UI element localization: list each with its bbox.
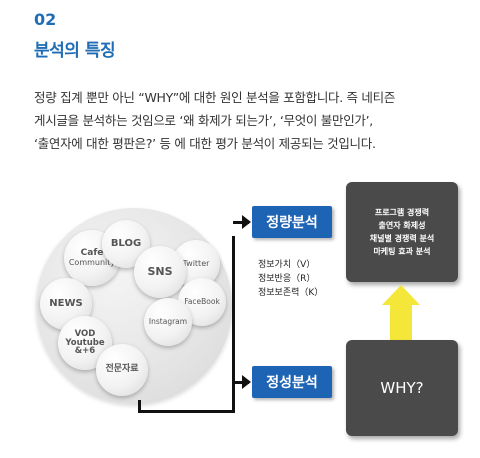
cafe-label: Cafe: [80, 248, 104, 259]
result-marketing: 마케팅 효과 분석: [373, 247, 431, 256]
expert-bubble: 전문자료: [96, 344, 148, 396]
expert-label: 전문자료: [105, 364, 139, 375]
sns-label: SNS: [147, 265, 173, 279]
up-arrow-head: [382, 285, 420, 305]
connector-upper: [233, 221, 249, 224]
channel-label: &+6: [74, 346, 96, 357]
section-title: 분석의 특징: [34, 41, 116, 61]
quant-metrics-list: 정보가치（V） 정보반응（R） 정보보존력（K）: [258, 258, 323, 300]
intro-line: 정량 집계 뿐만 아닌 “WHY”에 대한 원인 분석을 포함합니다. 즉 네티…: [34, 90, 396, 105]
connector-drop: [138, 400, 141, 412]
metric-response: 정보반응（R）: [258, 274, 316, 284]
connector-lower: [233, 381, 249, 384]
section-number: 02: [34, 10, 57, 29]
quant-results-box: 프로그램 경쟁력 출연자 화제성 채널별 경쟁력 분석 마케팅 효과 분석: [346, 182, 458, 282]
why-box: WHY?: [346, 340, 458, 436]
result-program: 프로그램 경쟁력: [374, 208, 430, 217]
qual-analysis-label: 정성분석: [266, 375, 318, 391]
metric-value: 정보가치（V）: [258, 260, 316, 270]
intro-paragraph: 정량 집계 뿐만 아닌 “WHY”에 대한 원인 분석을 포함합니다. 즉 네티…: [34, 86, 464, 155]
result-channel: 채널별 경쟁력 분석: [369, 234, 435, 243]
vod-label: VOD: [74, 328, 96, 339]
intro-line: 게시글을 분석하는 것임으로 ‘왜 화제가 되는가’, ‘무엇이 불만인가’,: [34, 113, 373, 128]
quant-analysis-box: 정량분석: [252, 206, 332, 238]
arrow-head-quant: [242, 215, 251, 229]
twitter-label: Twitter: [182, 258, 210, 268]
sns-bubble: SNS: [134, 246, 186, 298]
why-label: WHY?: [380, 379, 424, 397]
quant-analysis-label: 정량분석: [266, 215, 318, 231]
community-label: Community: [68, 257, 116, 267]
up-arrow-shaft: [390, 304, 412, 344]
arrow-head-qual: [242, 375, 251, 389]
instagram-bubble: Instagram: [144, 298, 192, 346]
facebook-label: FaceBook: [184, 297, 220, 307]
youtube-label: Youtube: [65, 337, 105, 348]
metric-retention: 정보보존력（K）: [258, 288, 324, 298]
qual-analysis-box: 정성분석: [252, 366, 332, 398]
result-cast: 출연자 화제성: [378, 221, 426, 230]
connector-vertical: [232, 236, 235, 412]
news-label: NEWS: [49, 297, 83, 309]
connector-bottom: [138, 410, 235, 413]
intro-line: ‘출연자에 대한 평판은?’ 등 에 대한 평가 분석이 제공되는 것입니다.: [34, 136, 376, 151]
instagram-label: Instagram: [148, 317, 188, 327]
blog-label: BLOG: [110, 237, 142, 249]
